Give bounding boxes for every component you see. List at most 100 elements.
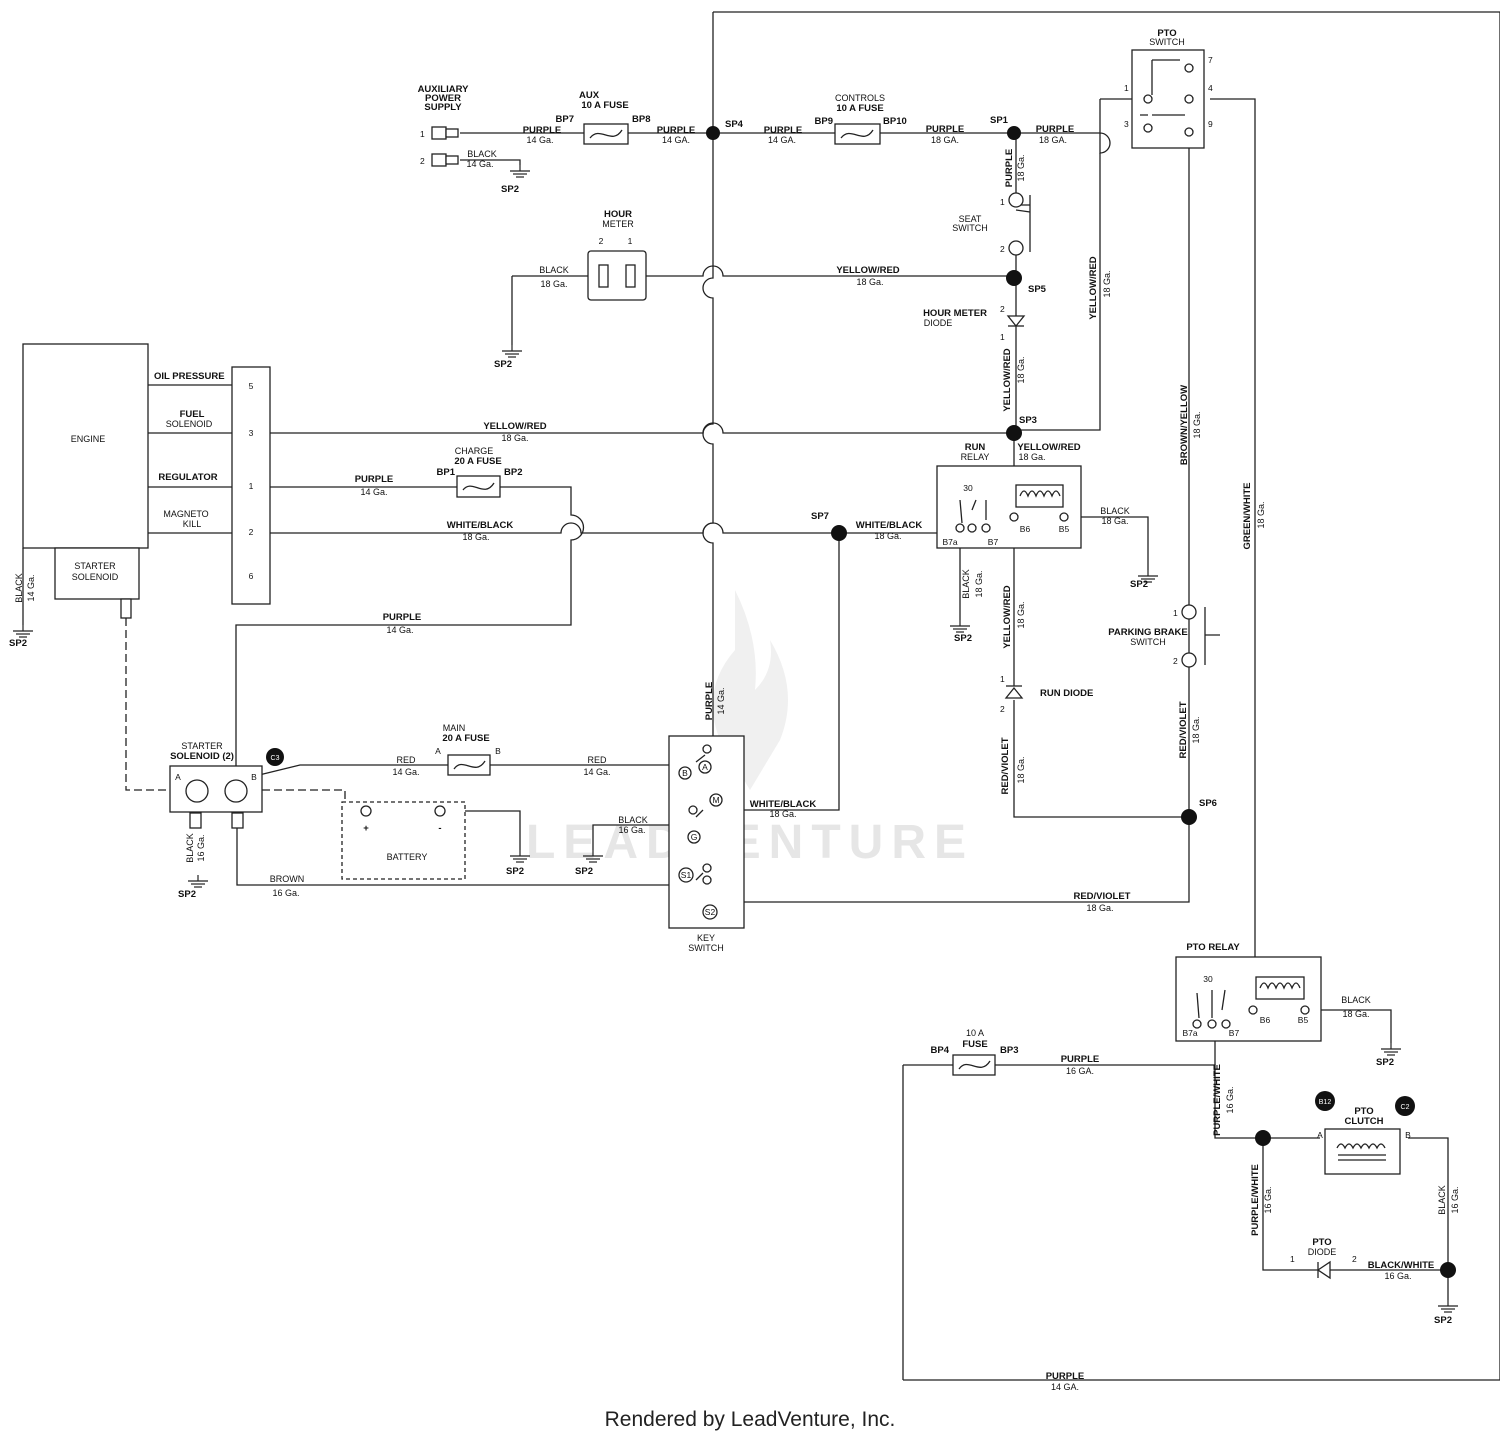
- svg-text:10 A FUSE: 10 A FUSE: [836, 103, 883, 114]
- svg-text:18 Ga.: 18 Ga.: [1016, 154, 1026, 181]
- svg-text:C3: C3: [271, 755, 280, 762]
- svg-text:2: 2: [420, 156, 425, 166]
- svg-text:18 Ga.: 18 Ga.: [974, 570, 984, 597]
- svg-text:2: 2: [1173, 656, 1178, 666]
- pto-fuse: 10 A FUSE BP4 BP3: [931, 1028, 1018, 1076]
- svg-text:GREEN/WHITE: GREEN/WHITE: [1242, 482, 1253, 549]
- svg-text:RED: RED: [396, 755, 416, 765]
- svg-text:SP7: SP7: [811, 511, 829, 522]
- svg-text:+: +: [363, 823, 369, 834]
- svg-text:MAIN: MAIN: [443, 723, 466, 733]
- svg-text:14 Ga.: 14 Ga.: [360, 487, 387, 497]
- svg-text:A: A: [175, 772, 181, 782]
- svg-text:SOLENOID: SOLENOID: [166, 419, 213, 429]
- svg-text:16 Ga.: 16 Ga.: [1225, 1086, 1235, 1113]
- svg-text:SP5: SP5: [1028, 284, 1047, 295]
- svg-text:B: B: [495, 746, 501, 756]
- svg-text:REGULATOR: REGULATOR: [158, 472, 217, 483]
- svg-text:18 Ga.: 18 Ga.: [1016, 356, 1026, 383]
- splice-sp5: [1006, 270, 1022, 286]
- svg-text:6: 6: [249, 571, 254, 581]
- svg-text:G: G: [691, 832, 698, 842]
- svg-text:PURPLE/WHITE: PURPLE/WHITE: [1250, 1164, 1261, 1236]
- svg-text:SP4: SP4: [725, 119, 744, 130]
- svg-text:SP2: SP2: [1130, 579, 1148, 590]
- svg-text:CONTROLS: CONTROLS: [835, 93, 885, 103]
- svg-text:SP2: SP2: [9, 638, 27, 649]
- svg-text:9: 9: [1208, 119, 1213, 129]
- svg-text:18 Ga.: 18 Ga.: [1102, 270, 1112, 297]
- svg-text:B7: B7: [1229, 1028, 1240, 1038]
- svg-text:SP2: SP2: [1376, 1057, 1394, 1068]
- svg-text:PTO: PTO: [1157, 28, 1176, 39]
- svg-text:RELAY: RELAY: [961, 452, 990, 462]
- svg-text:PURPLE/WHITE: PURPLE/WHITE: [1212, 1064, 1223, 1136]
- svg-text:CHARGE: CHARGE: [455, 446, 494, 456]
- svg-text:PURPLE: PURPLE: [523, 125, 562, 136]
- svg-text:STARTER: STARTER: [74, 561, 116, 571]
- svg-text:AUXILIARY: AUXILIARY: [418, 84, 470, 95]
- svg-text:1: 1: [1173, 608, 1178, 618]
- svg-text:SOLENOID: SOLENOID: [72, 572, 119, 582]
- svg-text:SP2: SP2: [501, 184, 519, 195]
- svg-text:BLACK: BLACK: [1341, 995, 1371, 1005]
- svg-text:16 Ga.: 16 Ga.: [1450, 1186, 1460, 1213]
- svg-text:OIL PRESSURE: OIL PRESSURE: [154, 371, 225, 382]
- splice-sp4: [706, 126, 720, 140]
- seat-switch: SEAT SWITCH 1 2: [952, 192, 1031, 256]
- wire-labels: PURPLE 14 Ga. PURPLE 14 GA. PURPLE 14 GA…: [14, 124, 1460, 1392]
- svg-text:18 Ga.: 18 Ga.: [1256, 501, 1266, 528]
- svg-text:1: 1: [1000, 674, 1005, 684]
- svg-text:POWER: POWER: [425, 93, 461, 104]
- svg-text:BLACK: BLACK: [961, 569, 971, 599]
- svg-text:BLACK/WHITE: BLACK/WHITE: [1368, 1260, 1435, 1271]
- svg-text:MAGNETO: MAGNETO: [163, 509, 208, 519]
- svg-text:S2: S2: [705, 907, 716, 917]
- splice-sp1: [1007, 126, 1021, 140]
- svg-text:M: M: [712, 795, 719, 805]
- svg-text:A: A: [1317, 1130, 1323, 1140]
- svg-text:C2: C2: [1401, 1104, 1410, 1111]
- svg-text:10 A FUSE: 10 A FUSE: [581, 100, 628, 111]
- svg-text:HOUR: HOUR: [604, 209, 632, 220]
- svg-text:BLACK: BLACK: [1437, 1185, 1447, 1215]
- splice-labels: SP4 SP1 SP5 SP3 SP7 SP6 SP2 SP2 SP2 SP2 …: [9, 115, 1452, 1326]
- pto-diode: PTO DIODE 1 2: [1290, 1237, 1357, 1280]
- svg-text:SP2: SP2: [506, 866, 524, 877]
- svg-text:B7a: B7a: [1182, 1028, 1197, 1038]
- svg-text:SP2: SP2: [494, 359, 512, 370]
- svg-text:18 Ga.: 18 Ga.: [1192, 411, 1202, 438]
- svg-text:14 GA.: 14 GA.: [662, 135, 690, 145]
- svg-text:A: A: [702, 762, 708, 772]
- svg-text:7: 7: [1208, 55, 1213, 65]
- svg-text:WHITE/BLACK: WHITE/BLACK: [856, 520, 923, 531]
- splice-sp7: [831, 525, 847, 541]
- svg-text:PTO RELAY: PTO RELAY: [1186, 942, 1240, 953]
- svg-text:16 Ga.: 16 Ga.: [272, 888, 299, 898]
- svg-text:PURPLE: PURPLE: [704, 682, 715, 721]
- svg-text:1: 1: [249, 481, 254, 491]
- svg-text:14 Ga.: 14 Ga.: [26, 574, 36, 601]
- svg-text:SP6: SP6: [1199, 798, 1217, 809]
- svg-text:14 Ga.: 14 Ga.: [716, 687, 726, 714]
- svg-text:18 Ga.: 18 Ga.: [1016, 601, 1026, 628]
- svg-text:PURPLE: PURPLE: [355, 474, 394, 485]
- svg-text:BP8: BP8: [632, 114, 650, 125]
- svg-text:B6: B6: [1260, 1015, 1271, 1025]
- svg-text:BP3: BP3: [1000, 1045, 1018, 1056]
- pto-relay: PTO RELAY 30 B7a B7 B6 B5: [1175, 942, 1322, 1042]
- svg-text:SP3: SP3: [1019, 415, 1037, 426]
- svg-text:BLACK: BLACK: [467, 149, 497, 159]
- svg-text:18 Ga.: 18 Ga.: [1342, 1009, 1369, 1019]
- svg-text:BP4: BP4: [931, 1045, 950, 1056]
- svg-text:YELLOW/RED: YELLOW/RED: [1002, 585, 1013, 648]
- svg-text:YELLOW/RED: YELLOW/RED: [836, 265, 899, 276]
- svg-text:B: B: [251, 772, 257, 782]
- svg-text:B7: B7: [988, 537, 999, 547]
- svg-text:PTO: PTO: [1354, 1106, 1373, 1117]
- svg-text:4: 4: [1208, 83, 1213, 93]
- svg-text:PURPLE: PURPLE: [1061, 1054, 1100, 1065]
- svg-text:1: 1: [1000, 197, 1005, 207]
- svg-text:PURPLE: PURPLE: [1036, 124, 1075, 135]
